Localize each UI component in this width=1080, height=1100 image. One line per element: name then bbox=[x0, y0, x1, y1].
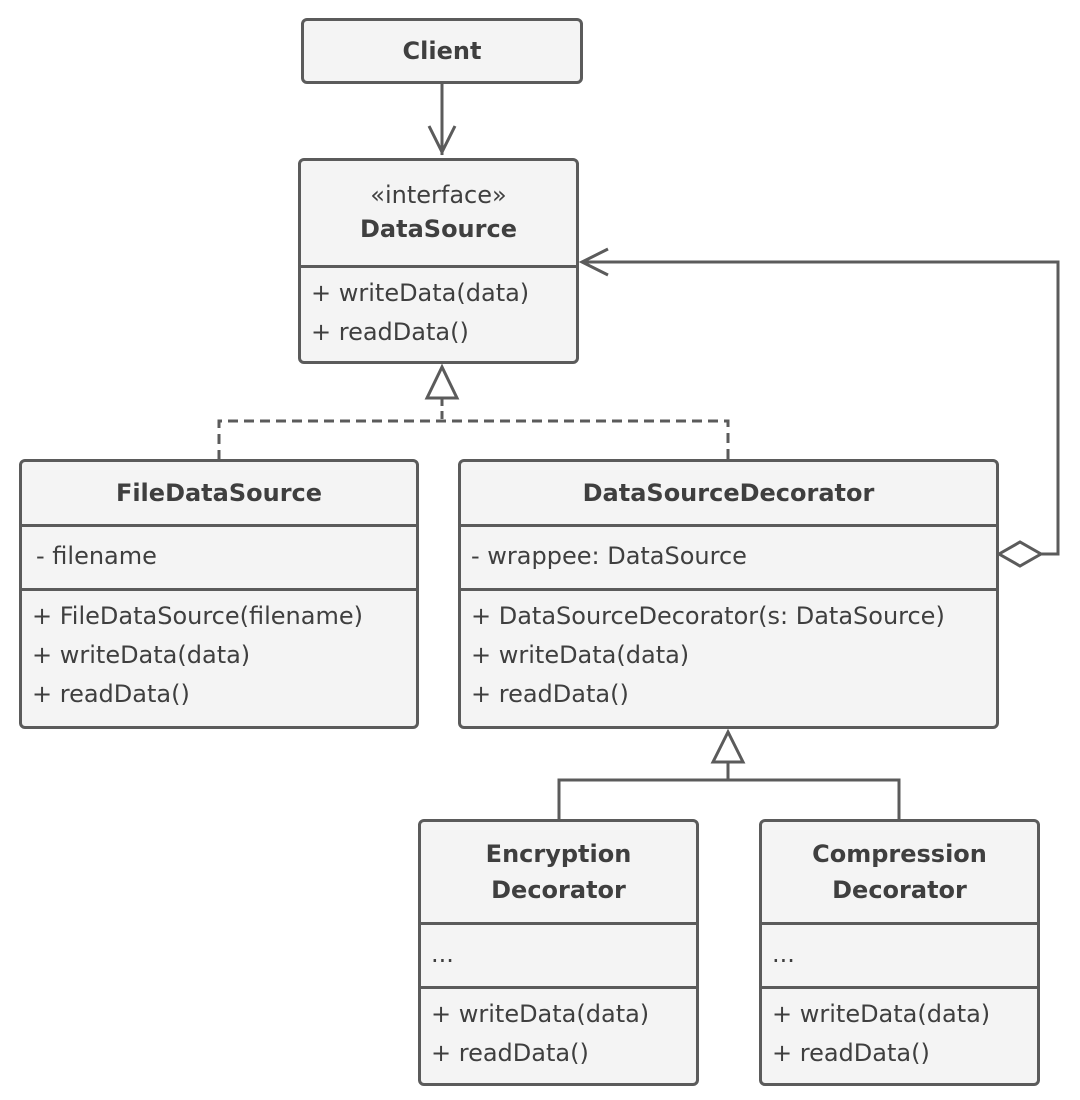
compressiondecorator-name-line2: Decorator bbox=[832, 876, 967, 904]
filedatasource-methods: + FileDataSource(filename) + writeData(d… bbox=[22, 588, 416, 720]
filedatasource-header: FileDataSource bbox=[22, 462, 416, 524]
method: + writeData(data) bbox=[471, 641, 690, 669]
encryptiondecorator-name-line2: Decorator bbox=[491, 876, 626, 904]
encryptiondecorator-class: Encryption Decorator ... + writeData(dat… bbox=[418, 819, 699, 1086]
encryptiondecorator-header: Encryption Decorator bbox=[421, 822, 696, 922]
method: + DataSourceDecorator(s: DataSource) bbox=[471, 602, 945, 630]
compressiondecorator-header: Compression Decorator bbox=[762, 822, 1037, 922]
datasourcedecorator-methods: + DataSourceDecorator(s: DataSource) + w… bbox=[461, 588, 996, 720]
aggregation-arrow bbox=[578, 247, 1060, 568]
method: + readData() bbox=[311, 318, 469, 346]
encryptiondecorator-methods: + writeData(data) + readData() bbox=[421, 986, 696, 1079]
method: + FileDataSource(filename) bbox=[32, 602, 363, 630]
field: ... bbox=[431, 940, 454, 968]
datasourcedecorator-class: DataSourceDecorator - wrappee: DataSourc… bbox=[458, 459, 999, 729]
datasourcedecorator-fields: - wrappee: DataSource bbox=[461, 524, 996, 588]
datasource-methods: + writeData(data) + readData() bbox=[301, 265, 576, 358]
compressiondecorator-class: Compression Decorator ... + writeData(da… bbox=[759, 819, 1040, 1086]
filedatasource-class: FileDataSource - filename + FileDataSour… bbox=[19, 459, 419, 729]
field: ... bbox=[772, 940, 795, 968]
method: + readData() bbox=[431, 1039, 589, 1067]
encryptiondecorator-fields: ... bbox=[421, 922, 696, 986]
datasource-header: «interface» DataSource bbox=[301, 161, 576, 265]
method: + writeData(data) bbox=[772, 1000, 991, 1028]
datasource-stereotype: «interface» bbox=[370, 181, 507, 209]
compressiondecorator-fields: ... bbox=[762, 922, 1037, 986]
inheritance-arrow bbox=[557, 728, 901, 820]
client-to-datasource-arrow bbox=[427, 84, 457, 156]
datasourcedecorator-header: DataSourceDecorator bbox=[461, 462, 996, 524]
compressiondecorator-name-line1: Compression bbox=[812, 840, 987, 868]
realization-arrow bbox=[217, 363, 730, 460]
method: + readData() bbox=[32, 680, 190, 708]
method: + readData() bbox=[471, 680, 629, 708]
method: + writeData(data) bbox=[431, 1000, 650, 1028]
field: - wrappee: DataSource bbox=[471, 542, 747, 570]
datasource-name: DataSource bbox=[360, 215, 517, 243]
filedatasource-name: FileDataSource bbox=[115, 479, 323, 507]
client-class: Client bbox=[301, 18, 583, 84]
client-header: Client bbox=[304, 21, 580, 81]
method: + readData() bbox=[772, 1039, 930, 1067]
client-name: Client bbox=[402, 37, 482, 65]
encryptiondecorator-name-line1: Encryption bbox=[485, 840, 632, 868]
compressiondecorator-methods: + writeData(data) + readData() bbox=[762, 986, 1037, 1079]
field: - filename bbox=[36, 542, 157, 570]
method: + writeData(data) bbox=[32, 641, 251, 669]
datasource-interface: «interface» DataSource + writeData(data)… bbox=[298, 158, 579, 364]
method: + writeData(data) bbox=[311, 279, 530, 307]
filedatasource-fields: - filename bbox=[22, 524, 416, 588]
datasourcedecorator-name: DataSourceDecorator bbox=[582, 479, 875, 507]
